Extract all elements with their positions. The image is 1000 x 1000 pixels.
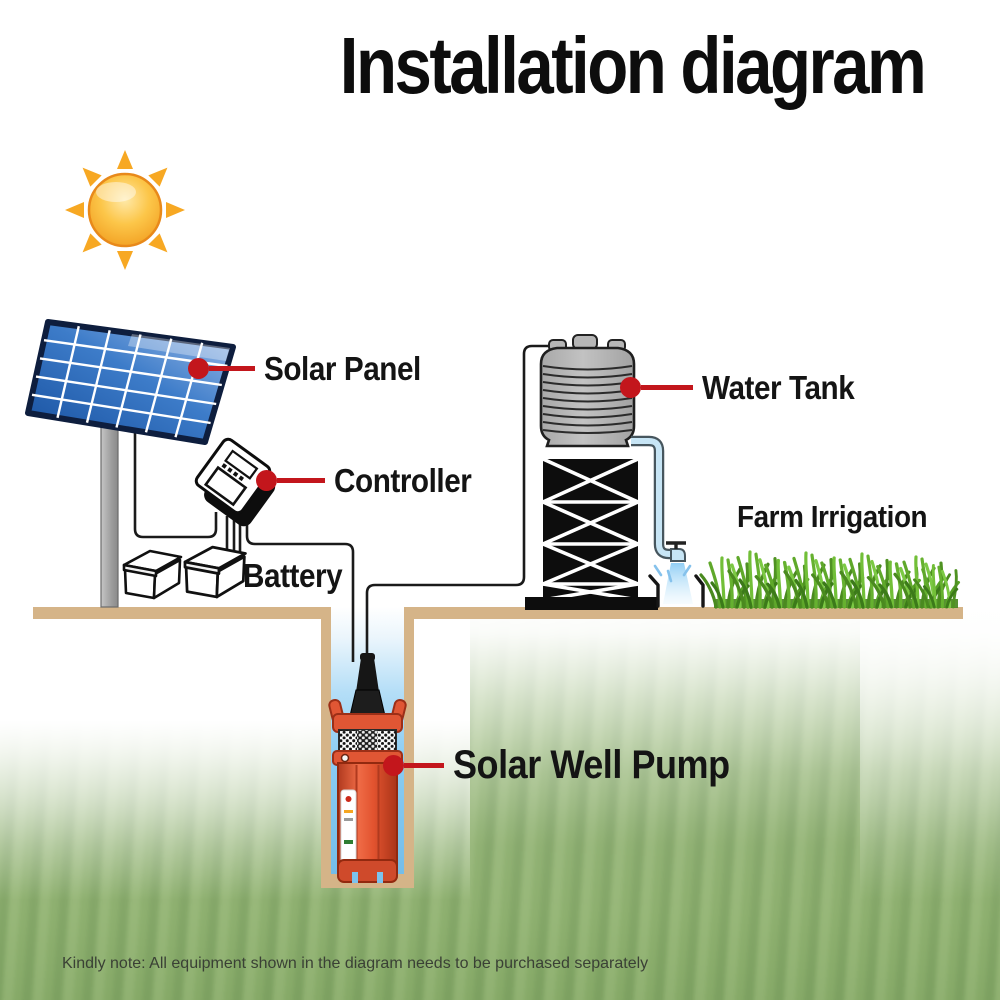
solar-panel-label: Solar Panel: [264, 349, 421, 387]
callout-dot: [383, 754, 404, 776]
irrigation-tap-icon: [631, 435, 686, 562]
plant-marker-right: [694, 574, 705, 608]
ground-surface: [33, 607, 963, 619]
farm-irrigation-label: Farm Irrigation: [737, 499, 928, 534]
plant-marker-left: [648, 574, 660, 608]
tank-stand-icon: [525, 457, 658, 610]
solar-well-pump-label: Solar Well Pump: [453, 743, 730, 787]
page-title: Installation diagram: [339, 21, 927, 110]
grass-icon: [699, 550, 961, 609]
well-pump-icon: [328, 653, 407, 883]
plant-markers: [648, 574, 705, 608]
callout-controller: Controller: [256, 458, 487, 502]
callout-line: [404, 762, 444, 768]
pipe-pump-to-tank: [365, 344, 552, 662]
battery-icon: [122, 545, 247, 600]
callout-solar-well-pump: Solar Well Pump: [383, 743, 760, 787]
callout-dot: [620, 376, 641, 398]
footnote: Kindly note: All equipment shown in the …: [62, 955, 649, 972]
field-fog-right: [860, 600, 1000, 900]
callout-water-tank: Water Tank: [620, 365, 871, 409]
panel-pole: [100, 420, 119, 608]
controller-label: Controller: [334, 461, 472, 499]
wire-controller-to-well: [245, 515, 355, 662]
callout-line: [209, 365, 255, 371]
callout-line: [277, 477, 325, 483]
water-tank-icon: [539, 334, 636, 448]
callout-dot: [256, 469, 277, 491]
sun-icon: [65, 150, 185, 270]
wire-panel-to-controller: [133, 430, 218, 539]
water-tank-label: Water Tank: [702, 368, 855, 406]
callout-line: [641, 384, 693, 390]
water-spray-icon: [653, 563, 693, 604]
battery-label: Battery: [243, 557, 343, 594]
callout-solar-panel: Solar Panel: [188, 346, 438, 390]
callout-dot: [188, 357, 209, 379]
